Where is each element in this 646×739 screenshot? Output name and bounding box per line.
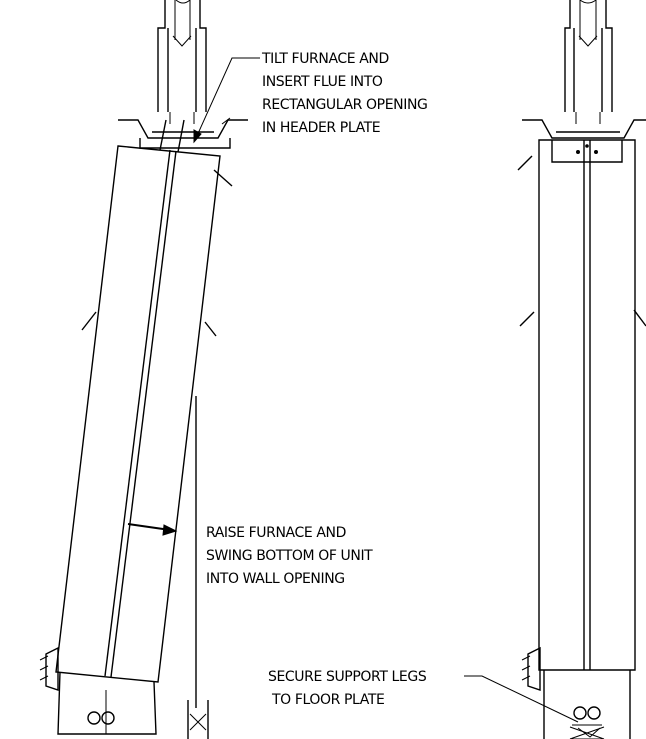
swing-arrow bbox=[127, 523, 178, 536]
right-view bbox=[517, 0, 646, 739]
left-blower-section bbox=[57, 671, 157, 735]
right-header-plate bbox=[522, 119, 646, 139]
tilt-leader bbox=[193, 57, 260, 144]
right-flue-pipe bbox=[564, 0, 613, 124]
tilt-line-4: IN HEADER PLATE bbox=[262, 120, 380, 136]
secure-line-1: SECURE SUPPORT LEGS bbox=[268, 669, 427, 685]
raise-line-1: RAISE FURNACE AND bbox=[206, 525, 346, 541]
tilt-line-2: INSERT FLUE INTO bbox=[262, 74, 383, 90]
left-furnace-cabinet bbox=[55, 119, 221, 683]
left-side-bracket bbox=[39, 646, 59, 691]
secure-annotation: SECURE SUPPORT LEGS TO FLOOR PLATE bbox=[268, 669, 427, 708]
left-view bbox=[39, 0, 248, 739]
left-wall-opening bbox=[81, 169, 233, 739]
right-blower-section bbox=[543, 670, 631, 739]
left-header-plate bbox=[118, 117, 248, 149]
tilt-annotation: TILT FURNACE AND INSERT FLUE INTO RECTAN… bbox=[261, 51, 428, 136]
left-flue-pipe bbox=[157, 0, 207, 124]
raise-line-3: INTO WALL OPENING bbox=[206, 571, 345, 587]
raise-line-2: SWING BOTTOM OF UNIT bbox=[206, 548, 373, 564]
right-furnace-cabinet bbox=[538, 139, 636, 671]
tilt-line-3: RECTANGULAR OPENING bbox=[262, 97, 427, 113]
right-wall-lines bbox=[517, 155, 646, 327]
secure-line-2: TO FLOOR PLATE bbox=[271, 692, 384, 708]
secure-leader bbox=[464, 675, 579, 723]
tilt-line-1: TILT FURNACE AND bbox=[261, 51, 389, 67]
raise-annotation: RAISE FURNACE AND SWING BOTTOM OF UNIT I… bbox=[206, 525, 374, 587]
right-side-bracket bbox=[521, 646, 541, 691]
